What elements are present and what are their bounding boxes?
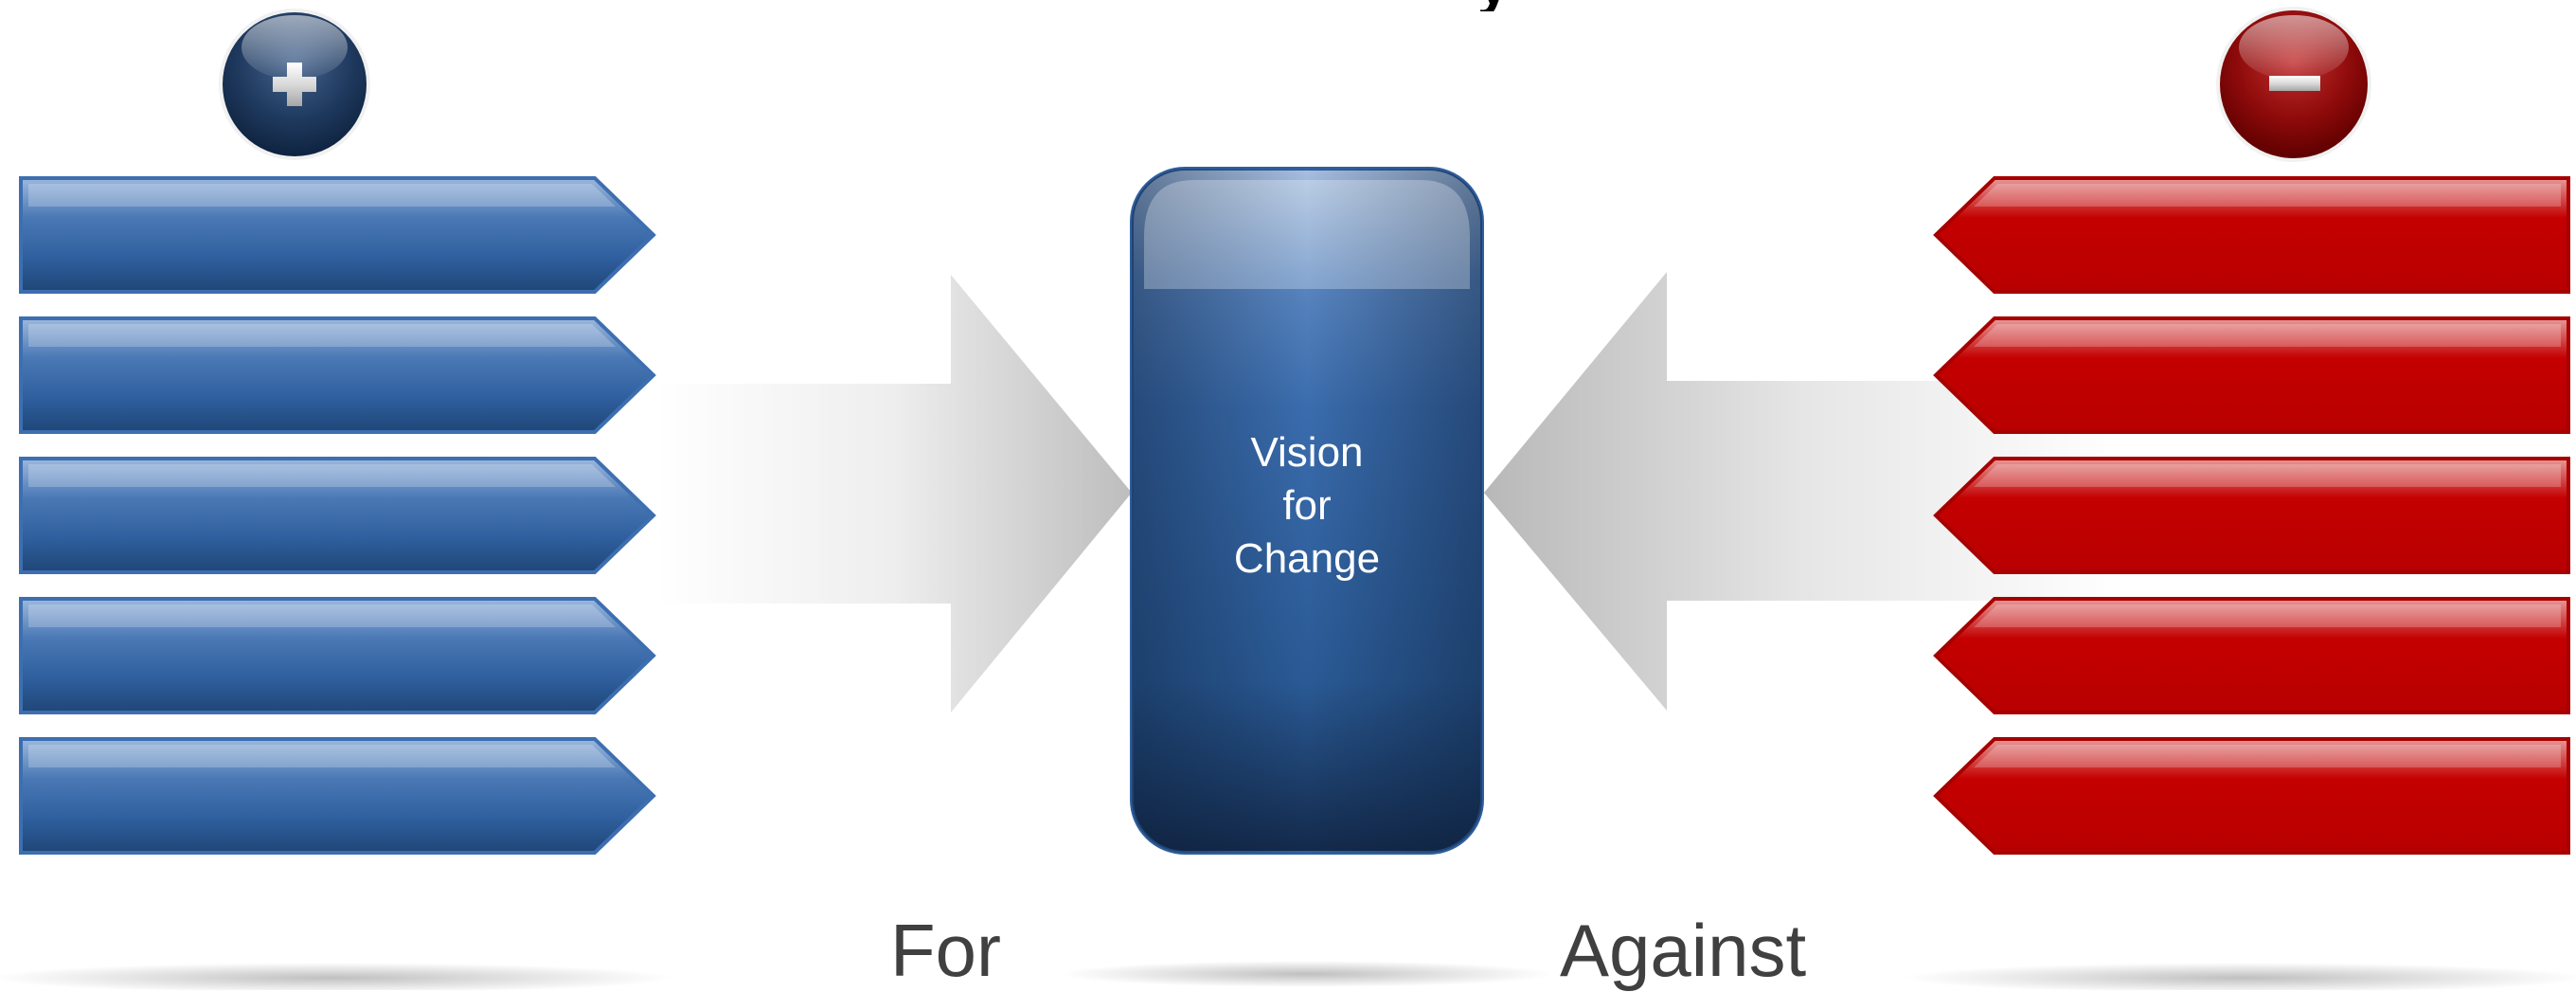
vision-box-label: Vision for Change bbox=[1133, 426, 1481, 586]
plus-icon bbox=[219, 9, 370, 160]
against-force-bar bbox=[1933, 316, 2570, 434]
against-force-bar bbox=[1933, 457, 2570, 574]
vision-box-label-line-3: Change bbox=[1233, 535, 1381, 582]
against-force-bar bbox=[1933, 176, 2570, 294]
for-force-bar bbox=[19, 176, 656, 294]
floor-shadow-center bbox=[1061, 961, 1553, 987]
for-label: For bbox=[890, 909, 1001, 992]
for-force-bar bbox=[19, 597, 656, 714]
against-forces-group bbox=[1933, 176, 2570, 855]
page-title-fragment: y bbox=[1477, 0, 1591, 11]
for-force-arrow bbox=[655, 275, 1132, 712]
for-forces-group bbox=[19, 176, 656, 855]
vision-box-label-line-1: Vision bbox=[1250, 429, 1364, 476]
vision-box-label-line-2: for bbox=[1282, 482, 1332, 529]
against-force-bar bbox=[1933, 737, 2570, 855]
minus-icon bbox=[2216, 7, 2371, 162]
for-force-bar bbox=[19, 457, 656, 574]
for-force-bar bbox=[19, 316, 656, 434]
against-label: Against bbox=[1560, 909, 1807, 992]
for-force-bar bbox=[19, 737, 656, 855]
floor-shadow-left bbox=[0, 963, 672, 990]
floor-shadow-right bbox=[1904, 963, 2576, 990]
against-force-bar bbox=[1933, 597, 2570, 714]
vision-box bbox=[1130, 167, 1484, 855]
